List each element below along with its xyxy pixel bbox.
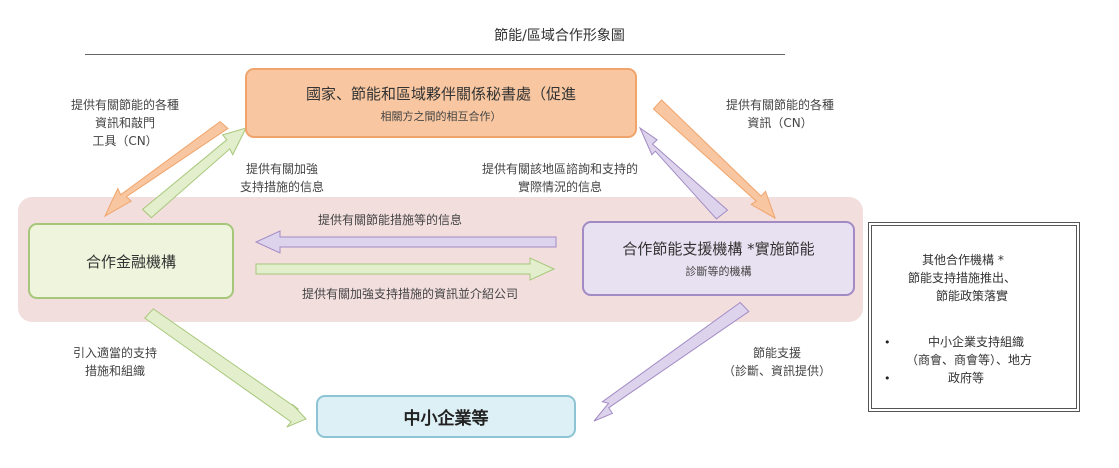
label-info-tools-right: 提供有關節能的各種 資訊（CN） [725,98,834,130]
arrow-support-to-secretariat [638,126,729,220]
finance-institution-box: 合作金融機構 [28,223,234,299]
sme-label: 中小企業等 [403,409,489,429]
diagram-title: 節能/區域合作形象圖 [494,28,625,44]
label-info-tools-left: 提供有關節能的各種 資訊和敲門 工具（CN） [70,98,179,148]
label-energy-saving-support: 節能支援 （診斷、資訊提供） [722,346,831,378]
label-support-info-left: 提供有關加強 支持措施的信息 [239,162,324,194]
sme-box: 中小企業等 [316,395,576,438]
label-appropriate-support: 引入適當的支持 措施和組織 [72,346,157,378]
arrow-secretariat-to-support [652,99,776,220]
other-partners-line1: 其他合作機構 * [922,253,1004,267]
support-agency-title: 合作節能支援機構 *實施節能 [622,240,815,258]
other-partners-line6: 政府等 [948,371,985,385]
arrow-finance-to-sme [144,308,307,428]
secretariat-title: 國家、節能和區域夥伴關係秘書處（促進 [305,84,576,103]
finance-institution-label: 合作金融機構 [85,252,176,271]
label-measures-info: 提供有關節能措施等的信息 [317,213,462,227]
bullet-marker: • [884,336,891,349]
secretariat-subtitle: 相關方之間的相互合作） [380,109,502,123]
arrow-support-to-finance [254,230,557,254]
arrow-finance-to-secretariat [141,127,247,219]
label-introduce-company: 提供有關加強支持措施的資訊並介紹公司 [301,287,518,301]
other-partners-line4: 中小企業支持組織 [928,335,1025,349]
label-regional-support-info: 提供有關該地區諮詢和支持的 實際情況的信息 [481,162,638,194]
other-partners-line2: 節能支持措施推出、 [908,271,1017,285]
other-partners-line3: 節能政策落實 [936,289,1009,303]
support-agency-subtitle: 診斷等的機構 [685,265,752,278]
support-agency-box: 合作節能支援機構 *實施節能 診斷等的機構 [582,221,855,296]
title-underline [85,54,785,55]
other-partners-line5: （商會、商會等）、地方 [906,353,1033,367]
arrow-support-to-sme [593,301,750,422]
other-partners-box: 其他合作機構 * 節能支持措施推出、 節能政策落實 • 中小企業支持組織 （商會… [868,222,1080,412]
secretariat-box: 國家、節能和區域夥伴關係秘書處（促進 相關方之間的相互合作） [245,68,637,138]
arrow-finance-to-support [255,257,556,281]
arrow-secretariat-to-finance [103,120,229,218]
bullet-marker: • [884,372,891,385]
